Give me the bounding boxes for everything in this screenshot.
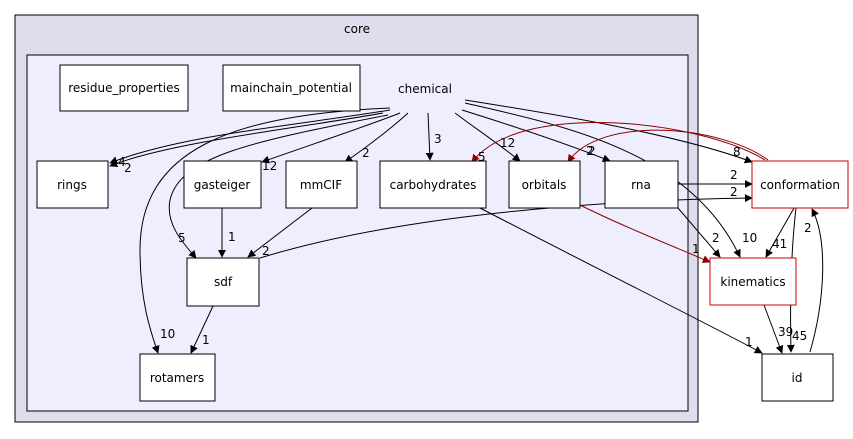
node-orbitals[interactable]: orbitals: [508, 160, 581, 209]
node-sdf[interactable]: sdf: [186, 257, 260, 307]
node-label: rna: [631, 178, 651, 192]
edge-label[interactable]: 5: [478, 150, 486, 164]
node-carbohydrates[interactable]: carbohydrates: [379, 160, 487, 209]
edges: [109, 99, 824, 354]
edge-label[interactable]: 4: [118, 155, 126, 169]
edge-label[interactable]: 1: [228, 230, 236, 244]
edge-orbitals-kinematics: [579, 204, 711, 263]
node-label: orbitals: [522, 178, 567, 192]
edge-label[interactable]: 2: [124, 161, 132, 175]
edge-chemical-rotamers: [139, 107, 391, 354]
node-label: id: [792, 371, 803, 385]
edge-label[interactable]: 12: [500, 136, 515, 150]
node-rotamers[interactable]: rotamers: [139, 353, 216, 402]
edge-conformation-kinematics: [765, 207, 795, 258]
edge-chemical-sdf: [168, 114, 389, 259]
edge-chemical-conformation: [464, 99, 753, 164]
edge-labels: 4 2 12 2 3 12 2 5 10 1 2 1 8 10 5 2 2 2 …: [118, 132, 812, 349]
edge-chemical-kinematics: [464, 102, 741, 258]
edge-sdf-conformation: [259, 194, 753, 259]
edge-label[interactable]: 2: [730, 185, 738, 199]
edge-label[interactable]: 2: [362, 146, 370, 160]
edge-label[interactable]: 1: [745, 335, 753, 349]
node-id[interactable]: id: [761, 353, 834, 402]
edge-sdf-rotamers: [190, 305, 214, 354]
edge-label[interactable]: 1: [202, 333, 210, 347]
edge-label[interactable]: 2: [730, 168, 738, 182]
edge-carbohydrates-id: [479, 207, 763, 354]
node-label: mainchain_potential: [230, 81, 352, 95]
node-label: carbohydrates: [390, 178, 477, 192]
edge-id-conformation: [809, 208, 824, 353]
node-label: kinematics: [720, 275, 785, 289]
edge-conformation-carbohydrates: [471, 122, 766, 163]
edge-label[interactable]: 1: [692, 242, 700, 256]
edge-chemical-rings-b: [109, 112, 384, 168]
edge-chemical-rna: [461, 109, 611, 163]
edge-label[interactable]: 2: [712, 231, 720, 245]
edge-label[interactable]: 2: [262, 244, 270, 258]
cluster-chemical[interactable]: chemical: [26, 54, 689, 412]
node-rna[interactable]: rna: [604, 160, 679, 209]
edge-label[interactable]: 5: [178, 231, 186, 245]
node-mainchain-potential[interactable]: mainchain_potential: [222, 64, 361, 112]
node-label: conformation: [760, 178, 840, 192]
edge-chemical-gasteiger: [261, 112, 401, 164]
edge-label[interactable]: 8: [733, 145, 741, 159]
node-label: rings: [57, 178, 87, 192]
nodes: residue_properties mainchain_potential r…: [36, 64, 849, 402]
edge-chemical-orbitals: [454, 112, 521, 162]
edge-label[interactable]: 12: [262, 159, 277, 173]
node-rings[interactable]: rings: [36, 160, 109, 209]
cluster-chemical-label: chemical: [398, 82, 452, 96]
edge-label[interactable]: 2: [586, 144, 594, 158]
node-mmcif[interactable]: mmCIF: [285, 160, 358, 209]
edge-label[interactable]: 45: [792, 329, 807, 343]
edge-mmcif-sdf: [247, 207, 313, 258]
edge-label[interactable]: 10: [160, 327, 175, 341]
edge-label[interactable]: 2: [804, 221, 812, 235]
edge-chemical-rings-a: [109, 109, 391, 165]
node-gasteiger[interactable]: gasteiger: [183, 160, 262, 209]
edge-kinematics-id: [763, 304, 784, 354]
edge-chemical-carbohydrates: [425, 112, 434, 161]
cluster-core-label: core: [344, 22, 370, 36]
node-kinematics[interactable]: kinematics: [709, 257, 797, 306]
edge-label[interactable]: 3: [434, 132, 442, 146]
node-label: gasteiger: [194, 178, 251, 192]
edge-label[interactable]: 39: [778, 325, 793, 339]
node-label: rotamers: [150, 371, 204, 385]
edge-rna-kinematics: [677, 207, 721, 258]
edge-conformation-orbitals: [567, 129, 769, 163]
node-residue-properties[interactable]: residue_properties: [59, 64, 189, 112]
edge-chemical-mmcif: [344, 112, 409, 163]
node-label: residue_properties: [68, 81, 179, 95]
edge-label[interactable]: 10: [742, 231, 757, 245]
edge-label[interactable]: 41: [772, 237, 787, 251]
edge-label[interactable]: 2: [588, 144, 596, 158]
node-label: mmCIF: [300, 178, 342, 192]
node-label: sdf: [214, 275, 233, 289]
node-conformation[interactable]: conformation: [751, 160, 849, 209]
